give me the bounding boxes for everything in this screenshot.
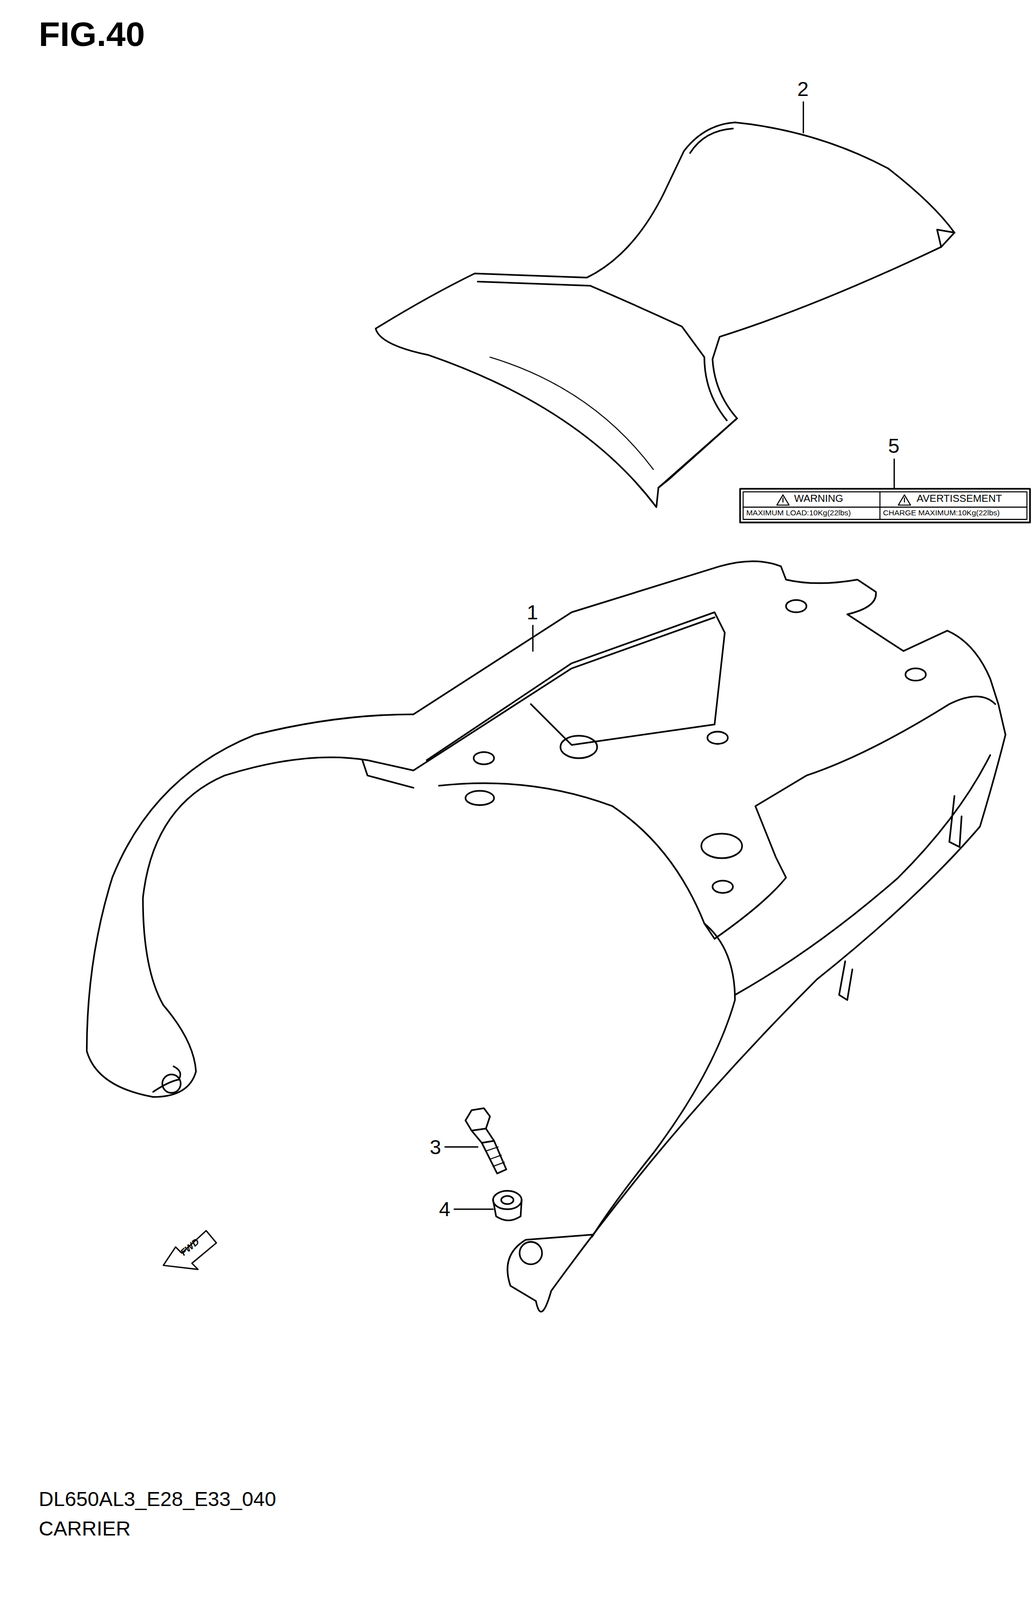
- drawing-stroke: [426, 612, 725, 761]
- drawing-stroke: [465, 791, 494, 806]
- callout-number: 2: [797, 78, 809, 99]
- drawing-stroke: [690, 128, 733, 153]
- drawing-stroke: [87, 714, 414, 1098]
- drawing-stroke: [486, 1147, 505, 1167]
- drawing-stroke: [163, 1231, 217, 1270]
- drawing-stroke: [507, 735, 1006, 1312]
- drawing-stroke: [493, 1191, 522, 1210]
- drawing-stroke: [937, 229, 955, 247]
- drawing-stroke: [592, 924, 735, 1238]
- drawing-stroke: [743, 507, 1027, 508]
- drawing-stroke: [714, 696, 995, 939]
- drawing-stroke: [658, 418, 737, 488]
- drawing-stroke: [707, 732, 728, 744]
- callout-number: 3: [430, 1137, 442, 1158]
- drawing-stroke: [413, 561, 1006, 735]
- drawing-stroke: [740, 489, 1030, 523]
- drawing-stroke: [439, 783, 715, 939]
- drawing-stroke: [153, 1066, 180, 1092]
- drawing-stroke: [802, 102, 804, 133]
- drawing-stroke: [777, 495, 789, 505]
- drawing-stroke: [473, 752, 494, 765]
- drawing-stroke: [735, 755, 990, 996]
- drawing-stroke: [893, 459, 895, 489]
- drawing-stroke: [519, 1242, 542, 1265]
- drawing-stroke: [782, 498, 784, 502]
- drawing-stroke: [445, 1146, 478, 1148]
- drawing-stroke: [471, 1129, 494, 1144]
- warning-label: [740, 489, 1030, 523]
- drawing-stroke: [413, 617, 715, 771]
- sticker-text: WARNING: [794, 494, 843, 504]
- drawing-stroke: [743, 492, 1027, 520]
- nut: [493, 1191, 522, 1221]
- drawing-stroke: [501, 1196, 513, 1205]
- drawing-stroke: [898, 495, 911, 505]
- drawing-stroke: [490, 357, 654, 470]
- carrier-rack: [87, 561, 1006, 1312]
- drawing-stroke: [712, 881, 733, 893]
- seat-pad: [375, 122, 955, 508]
- drawing-stroke: [701, 834, 743, 859]
- sticker-text: MAXIMUM LOAD:10Kg(22lbs): [746, 509, 851, 518]
- warning-sticker: WARNING AVERTISSEMENT MAXIMUM LOAD:10Kg(22…: [740, 489, 1030, 523]
- drawing-stroke: [465, 1108, 490, 1131]
- leader-lines: [445, 102, 894, 1210]
- drawing-stroke: [477, 281, 727, 421]
- figure-title: FIG.40: [39, 16, 145, 51]
- drawing-stroke: [905, 668, 926, 681]
- fwd-arrow: [163, 1231, 217, 1270]
- drawing-stroke: [375, 122, 955, 508]
- drawing-stroke: [454, 1209, 494, 1211]
- drawing-stroke: [493, 1200, 522, 1221]
- sticker-text: AVERTISSEMENT: [916, 494, 1002, 504]
- drawing-stroke: [879, 492, 881, 520]
- fwd-label: FWD: [179, 1237, 201, 1258]
- bolt: [465, 1108, 507, 1174]
- drawing-stroke: [904, 498, 905, 502]
- callout-number: 5: [888, 436, 900, 457]
- drawing-stroke: [560, 736, 597, 759]
- drawing-stroke: [839, 961, 853, 1001]
- sticker-text: CHARGE MAXIMUM:10Kg(22lbs): [883, 509, 1000, 518]
- figure-caption: CARRIER: [39, 1519, 131, 1540]
- drawing-stroke: [532, 625, 534, 651]
- drawing-stroke: [162, 1075, 181, 1094]
- callout-number: 4: [439, 1199, 451, 1220]
- drawing-stroke: [949, 796, 962, 847]
- drawing-stroke: [362, 760, 414, 788]
- drawing-stroke: [482, 1141, 507, 1174]
- drawing-code: DL650AL3_E28_E33_040: [39, 1489, 277, 1510]
- callout-number: 1: [526, 602, 538, 623]
- drawing-stroke: [786, 600, 807, 612]
